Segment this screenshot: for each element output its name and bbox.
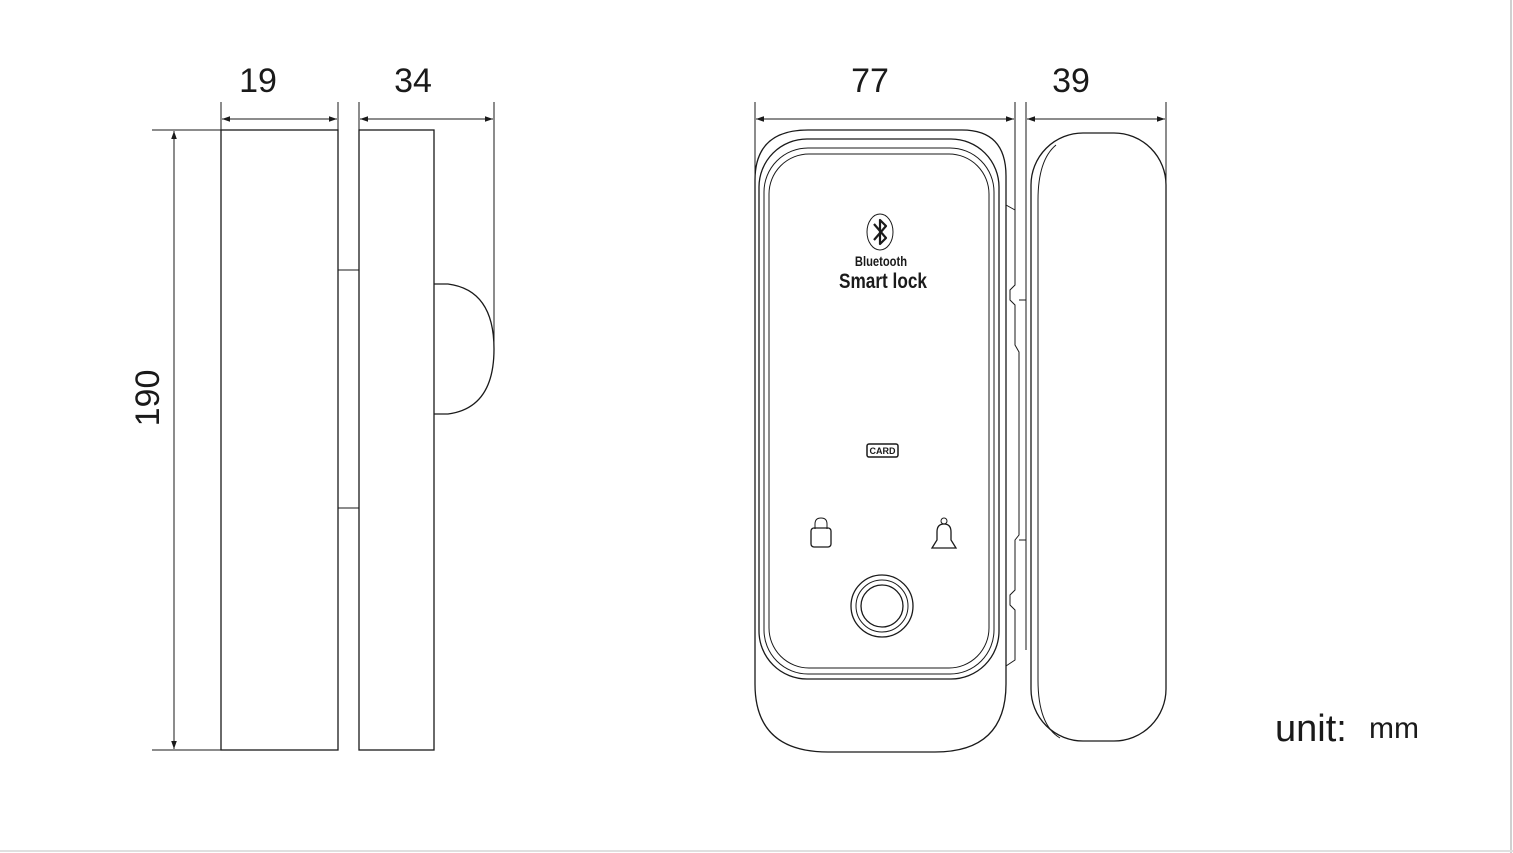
brand-main-label: Smart lock	[839, 271, 927, 294]
front-right-part	[1030, 132, 1167, 742]
bluetooth-icon	[866, 213, 894, 251]
fingerprint-sensor-icon	[850, 574, 914, 638]
doorbell-icon	[930, 517, 958, 549]
dim-label-19: 19	[239, 62, 277, 100]
front-right-part-inner-edge	[1037, 144, 1061, 739]
side-glass-strip	[337, 269, 360, 509]
dim-label-39: 39	[1052, 62, 1090, 100]
front-view: Bluetooth Smart lock CARD	[754, 62, 1167, 753]
unit-note: unit: mm	[1275, 708, 1419, 750]
card-reader-badge: CARD	[866, 443, 899, 458]
front-gap-profile	[1005, 204, 1020, 667]
unit-value: mm	[1369, 712, 1419, 745]
unit-word: unit:	[1275, 708, 1347, 750]
front-face-inner	[768, 153, 990, 669]
front-outer-housing	[754, 129, 1007, 753]
side-view: 19 34 190	[129, 62, 495, 751]
brand-small-label: Bluetooth	[855, 254, 907, 269]
side-knob-bump	[434, 283, 495, 415]
front-face-outer	[763, 147, 995, 675]
front-body	[758, 138, 1000, 680]
dim-label-77: 77	[851, 62, 889, 100]
dim-label-190: 190	[129, 370, 167, 427]
side-thick-body	[358, 129, 435, 751]
dim-label-34: 34	[394, 62, 432, 100]
card-label: CARD	[870, 446, 896, 456]
padlock-icon	[810, 517, 832, 548]
side-thin-body	[220, 129, 339, 751]
